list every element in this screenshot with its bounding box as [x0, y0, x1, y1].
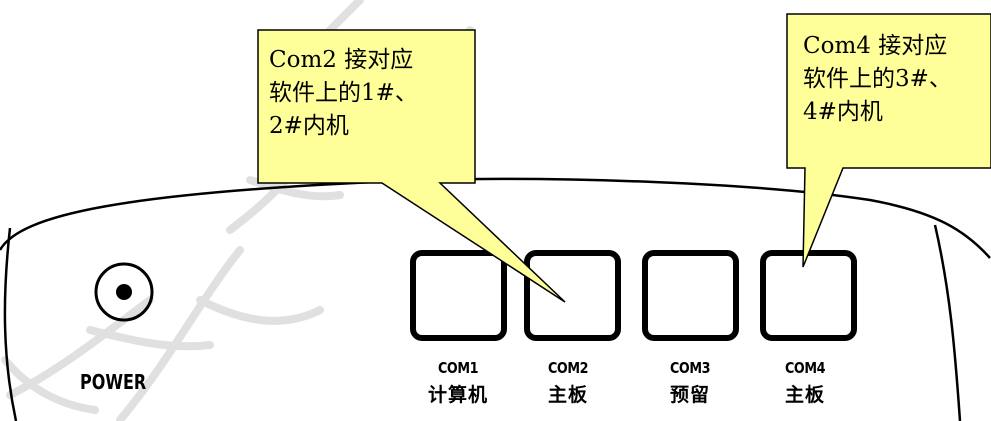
port-code: COM2 — [547, 359, 589, 377]
port-label-com2: COM2 主板 — [508, 361, 628, 405]
callout-com4-bubble — [786, 13, 991, 268]
device-body-outline — [0, 177, 991, 259]
callout-com2-bubble — [257, 29, 566, 303]
power-label: POWER — [80, 370, 147, 394]
port-label-com3: COM3 预留 — [630, 361, 750, 405]
device-left-edge — [3, 227, 18, 421]
callout-com2-text: Com2 接对应 软件上的1#、 2#内机 — [269, 47, 418, 139]
port-com3-box — [642, 250, 739, 341]
power-jack-outer — [94, 262, 154, 322]
device-right-edge — [933, 224, 962, 421]
port-code: COM1 — [437, 359, 479, 377]
port-desc: 主板 — [784, 384, 825, 406]
port-com1-box — [410, 250, 507, 341]
port-label-com4: COM4 主板 — [745, 361, 865, 405]
port-desc: 主板 — [547, 384, 588, 406]
power-jack-inner — [116, 284, 132, 300]
port-com2-box — [524, 250, 621, 341]
port-desc: 计算机 — [427, 384, 488, 406]
port-com4-box — [760, 250, 857, 341]
port-desc: 预留 — [669, 384, 710, 406]
port-code: COM4 — [784, 359, 826, 377]
port-label-com1: COM1 计算机 — [398, 361, 518, 405]
callout-com4-text: Com4 接对应 软件上的3#、 4#内机 — [803, 33, 952, 125]
port-code: COM3 — [669, 359, 711, 377]
